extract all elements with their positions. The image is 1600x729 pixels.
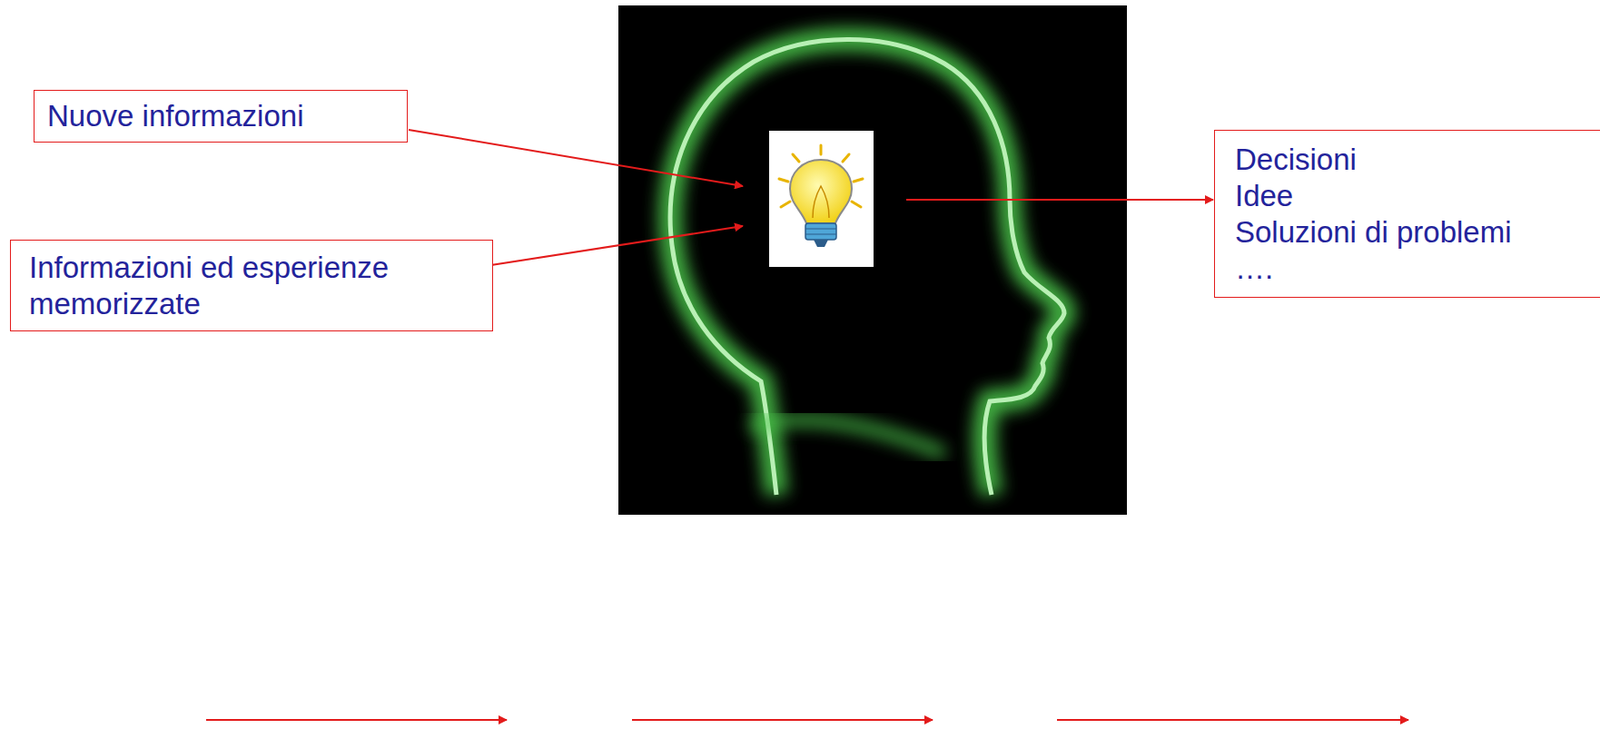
- box-text: Idee: [1234, 177, 1595, 215]
- arrow: [408, 129, 743, 187]
- arrow: [206, 719, 507, 721]
- arrow: [906, 198, 1214, 201]
- text-box: DecisioniIdeeSoluzioni di problemi….: [1214, 129, 1600, 298]
- arrow: [1056, 719, 1409, 721]
- box-text: ….: [1234, 250, 1595, 287]
- box-text: Soluzioni di problemi: [1234, 214, 1595, 251]
- text-box: Nuove informazioni: [33, 89, 408, 143]
- light-bulb: [769, 130, 874, 267]
- text-box: Informazioni ed esperienze memorizzate: [9, 239, 494, 332]
- box-text: Decisioni: [1234, 141, 1595, 178]
- box-text: Informazioni ed esperienze memorizzate: [29, 249, 478, 323]
- head-silhouette: [670, 39, 1065, 495]
- box-text: Nuove informazioni: [47, 98, 396, 135]
- head-background: [618, 5, 1127, 515]
- arrow: [479, 226, 743, 267]
- arrow: [632, 719, 933, 721]
